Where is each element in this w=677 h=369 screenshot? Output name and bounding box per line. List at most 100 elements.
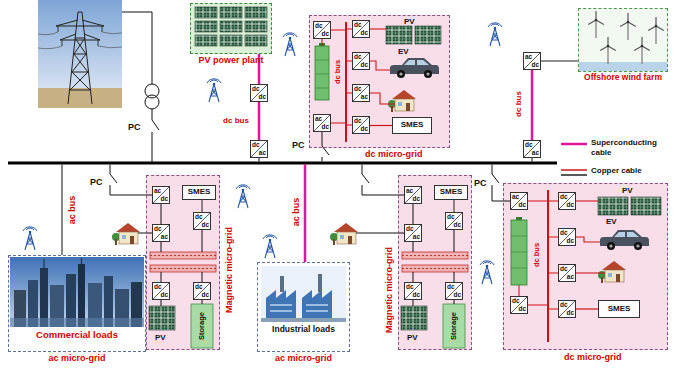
- magnetic-microgrid-box: Magnetic micro-gridacdcSMESdcdcdcacdcdcd…: [146, 175, 220, 350]
- copper-wire: [370, 61, 390, 70]
- black-wire: [138, 233, 152, 234]
- cable-connector: [258, 102, 261, 140]
- converter-diagonal: [353, 53, 369, 69]
- smes-label: SMES: [440, 188, 463, 197]
- dc-microgrid-box: dc micro-gridacdcdcdcdcdcdcacdcdcdcdcSME…: [503, 183, 668, 350]
- converter-port-label: dc: [525, 142, 533, 149]
- region-label: dc micro-grid: [365, 149, 423, 159]
- converter-diagonal: [353, 21, 369, 37]
- converter-port-label: ac: [259, 150, 266, 157]
- converter-port-label: dc: [412, 292, 420, 299]
- wind-turbines: [579, 62, 667, 71]
- transmission-tower-photo: [38, 0, 122, 108]
- copper-wire: [576, 237, 600, 242]
- converter-diagonal: [405, 187, 421, 203]
- converter-box: dcdc: [404, 282, 422, 300]
- converter-port-label: dc: [512, 298, 520, 305]
- wind-turbines: [600, 37, 616, 64]
- city-skyline-photo: [43, 259, 44, 268]
- factory-photo: [318, 274, 322, 292]
- dc-bus-line: [331, 22, 558, 342]
- wind-turbines: [579, 11, 667, 71]
- black-wire: [322, 132, 329, 162]
- converter-port-label: ac: [512, 194, 519, 201]
- pv-panels: [415, 26, 441, 44]
- device-label: PV: [622, 186, 633, 195]
- wind-turbines: [620, 13, 636, 40]
- converter-box: dcdc: [193, 282, 211, 300]
- ac-bus-line: [8, 162, 557, 165]
- legend-sample: [561, 143, 587, 146]
- transformer-symbol: [145, 95, 159, 109]
- converter-port-label: dc: [195, 284, 203, 291]
- ac-bus-line: [8, 162, 557, 165]
- house-icon: [388, 90, 416, 112]
- converter-diagonal: [251, 85, 267, 101]
- region-label: ac micro-grid: [258, 353, 349, 363]
- converter-port-label: dc: [406, 284, 414, 291]
- converter-port-label: dc: [360, 126, 368, 133]
- converter-diagonal: [446, 213, 462, 229]
- converter-port-label: dc: [566, 238, 574, 245]
- battery-storage: [511, 220, 527, 285]
- cable-connector: [370, 125, 392, 126]
- battery-storage: [511, 236, 527, 268]
- switch-label: PC: [474, 178, 487, 188]
- black-wire: [259, 158, 260, 162]
- pv-panels: [245, 35, 267, 46]
- region-fill: [190, 3, 272, 54]
- region-fill: [398, 175, 472, 350]
- converter-port-label: ac: [161, 234, 168, 241]
- converter-diagonal: [559, 301, 575, 317]
- converter-box: acdc: [152, 186, 170, 204]
- converter-port-label: dc: [560, 302, 568, 309]
- converter-diagonal: [153, 187, 169, 203]
- wireless-antenna: [283, 33, 297, 56]
- black-wire: [62, 132, 532, 306]
- factory-photo: [261, 318, 346, 322]
- converter-port-label: dc: [315, 23, 323, 30]
- wireless-antenna: [488, 23, 502, 46]
- battery-storage: [315, 46, 329, 100]
- copper-wire: [370, 28, 386, 29]
- converter-box: dcdc: [352, 52, 370, 70]
- region-label: Offshore wind farm: [578, 73, 668, 83]
- wind-turbines: [648, 17, 664, 44]
- converter-box: dcac: [523, 140, 541, 158]
- factory-photo: [302, 290, 332, 318]
- cable-connector: [202, 200, 203, 212]
- transformer-symbol: [145, 84, 159, 98]
- converter-box: dcac: [250, 140, 268, 158]
- converter-diagonal: [405, 283, 421, 299]
- converter-diagonal: [511, 193, 527, 209]
- converter-diagonal: [314, 115, 330, 131]
- device-label: PV: [155, 333, 166, 342]
- converter-box: dcac: [558, 264, 576, 282]
- converter-diagonal: [194, 283, 210, 299]
- transformer-symbol: [122, 12, 152, 84]
- pv-panels: [386, 26, 412, 44]
- converter-diagonal: [559, 265, 575, 281]
- bus-label: ac bus: [67, 196, 77, 225]
- ac-microgrid-box: Industrial loadsac micro-grid: [257, 262, 350, 352]
- copper-wire: [321, 39, 322, 46]
- smes-box: SMES: [434, 185, 468, 200]
- factory-photo: [266, 290, 296, 318]
- converter-port-label: dc: [406, 226, 414, 233]
- pv-panels: [149, 7, 661, 330]
- wireless-antenna: [480, 261, 494, 284]
- battery-storage: [191, 304, 213, 348]
- smes-box: SMES: [598, 300, 640, 318]
- pv-panels: [195, 35, 217, 46]
- region-fill: [309, 15, 450, 148]
- pv-panels: [195, 7, 217, 18]
- converter-port-label: dc: [201, 292, 209, 299]
- converter-diagonal: [559, 229, 575, 245]
- magnetic-transformer-band: [402, 256, 468, 269]
- legend-text: Copper cable: [591, 166, 667, 176]
- converter-diagonal: [314, 22, 330, 38]
- smes-label: SMES: [188, 188, 211, 197]
- transformer-symbol: [152, 109, 159, 162]
- legend-sample: [560, 138, 588, 152]
- legend-sample: [561, 174, 587, 176]
